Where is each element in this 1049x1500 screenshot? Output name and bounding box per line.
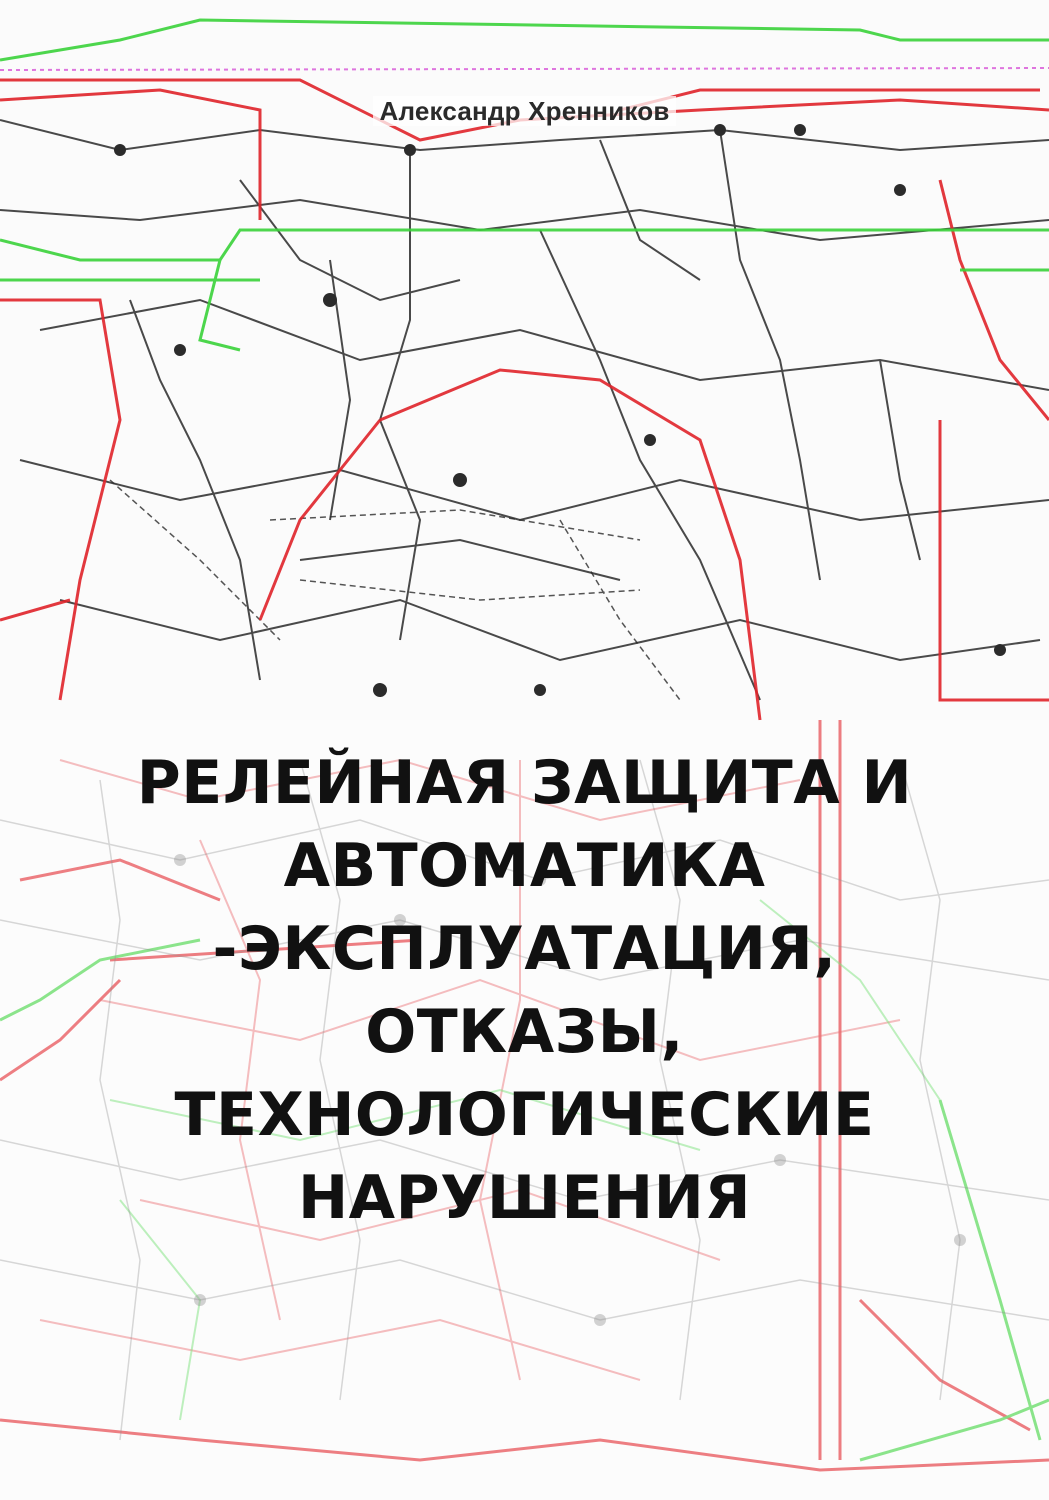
title-line-5: ТЕХНОЛОГИЧЕСКИЕ [174, 1080, 875, 1150]
book-title: РЕЛЕЙНАЯ ЗАЩИТА И АВТОМАТИКА -ЭКСПЛУАТАЦ… [40, 742, 1009, 1240]
title-line-1: РЕЛЕЙНАЯ ЗАЩИТА И [136, 748, 913, 818]
author-name: Александр Хренников [0, 96, 1049, 127]
title-line-6: НАРУШЕНИЯ [297, 1163, 752, 1233]
title-line-2: АВТОМАТИКА [283, 831, 766, 901]
lower-fade-overlay [0, 720, 1049, 1500]
title-line-3: -ЭКСПЛУАТАЦИЯ, [212, 914, 837, 984]
title-line-4: ОТКАЗЫ, [365, 997, 684, 1067]
author-name-text: Александр Хренников [373, 96, 676, 126]
